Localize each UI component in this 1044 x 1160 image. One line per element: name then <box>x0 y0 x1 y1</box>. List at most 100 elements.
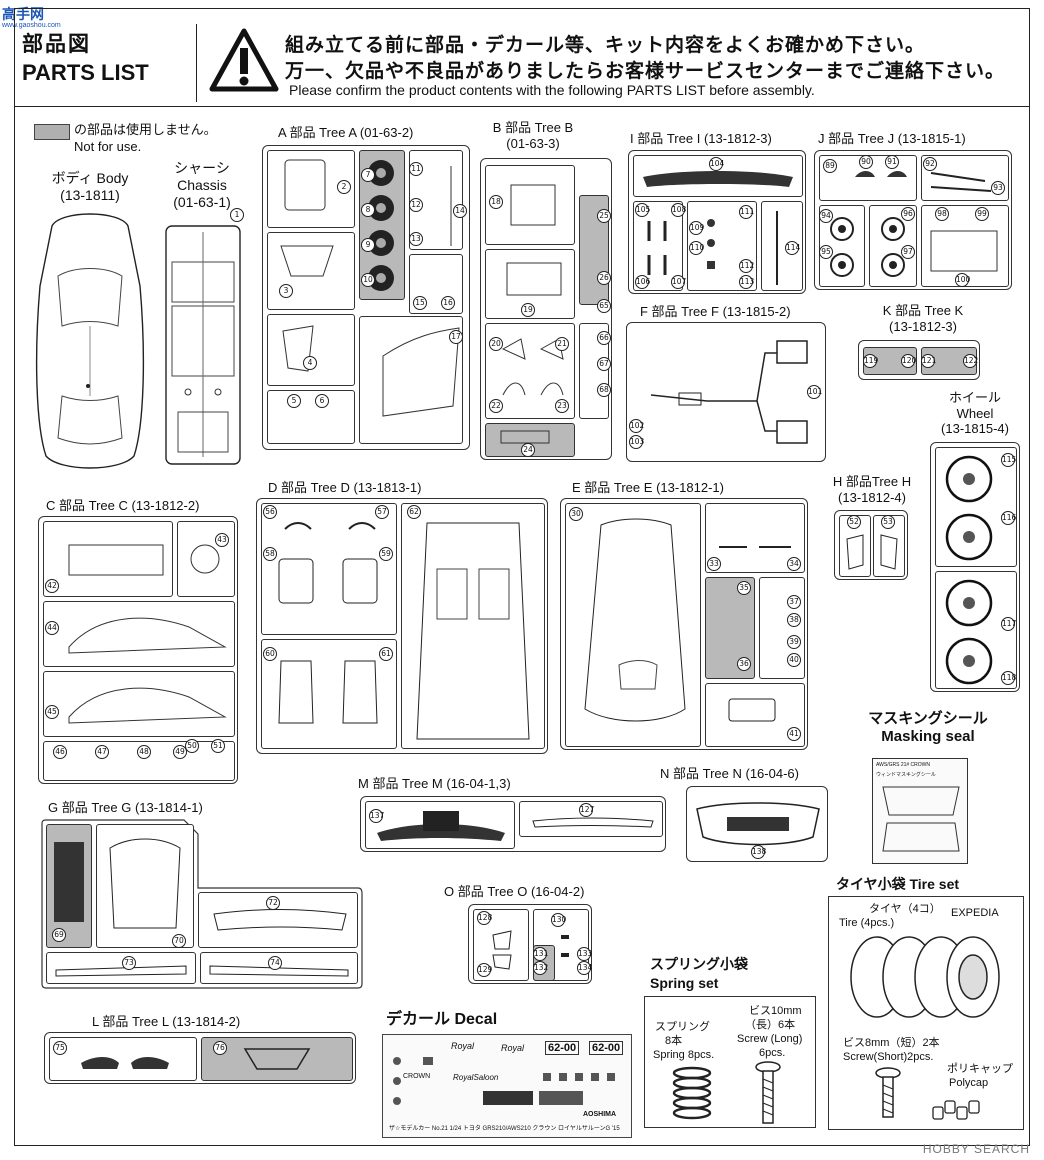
warning-icon <box>209 28 279 92</box>
part-number: 10 <box>361 273 375 287</box>
polycap-jp: ポリキャップ <box>947 1063 1013 1075</box>
part-number: 102 <box>629 419 644 433</box>
part-number: 99 <box>975 207 989 221</box>
part-number: 68 <box>597 383 611 397</box>
tree-e-code: (13-1812-1) <box>656 480 724 495</box>
part-number: 11 <box>409 162 423 176</box>
tree-i-title: I 部品 Tree I <box>630 131 701 146</box>
tire-brand: EXPEDIA <box>951 907 999 919</box>
part-number: 19 <box>521 303 535 317</box>
wheel-parts-art <box>945 455 993 685</box>
part-number: 42 <box>45 579 59 593</box>
part-number: 13 <box>409 232 423 246</box>
watermark-logo: 高手网 <box>2 6 44 22</box>
chassis-illustration <box>165 225 241 465</box>
part-number: 120 <box>901 354 916 368</box>
part-number: 107 <box>671 275 686 289</box>
decal-brand-royal-1: Royal <box>451 1041 475 1051</box>
part-number: 127 <box>579 803 594 817</box>
screw-long-jp2: （長）6本 <box>745 1019 796 1031</box>
chassis-label-1: シャーシ <box>174 160 230 176</box>
part-number: 128 <box>477 911 492 925</box>
tree-e-parts-art <box>584 518 791 722</box>
part-number: 92 <box>923 157 937 171</box>
tree-l-frame: 75 76 <box>44 1032 356 1084</box>
part-number: 47 <box>95 745 109 759</box>
part-number: 5 <box>287 394 301 408</box>
tree-h-parts-art <box>846 534 898 570</box>
tree-o-frame: 128 129 130 131 132 133 134 <box>468 904 592 984</box>
tires-illustration <box>850 936 1000 1018</box>
tree-i-parts-art <box>643 171 793 285</box>
wheel-label-1: ホイール <box>948 390 1001 405</box>
part-number: 137 <box>369 809 384 823</box>
part-number: 39 <box>787 635 801 649</box>
part-number: 34 <box>787 557 801 571</box>
part-number: 94 <box>819 209 833 223</box>
title-jp: 部品図 <box>22 33 91 56</box>
masking-seal-sheet: AWS/GRS 21# CROWN ウィンドマスキングシール <box>872 758 968 864</box>
part-number: 8 <box>361 203 375 217</box>
tree-o-parts-art <box>492 930 569 970</box>
part-number: 72 <box>266 896 280 910</box>
decal-plate-2: 62-00 <box>589 1041 624 1055</box>
part-number: 1 <box>230 208 244 222</box>
part-number: 117 <box>1001 617 1016 631</box>
part-number: 69 <box>52 928 66 942</box>
part-number: 103 <box>629 435 644 449</box>
tree-i-frame: 104 105 106 107 108 109 110 111 112 113 … <box>628 150 806 294</box>
spring-jp: スプリング <box>655 1021 710 1033</box>
tree-o-title: O 部品 Tree O <box>444 884 528 899</box>
tree-n-frame: 138 <box>686 786 828 862</box>
warning-line-3: Please confirm the product contents with… <box>289 82 815 98</box>
tree-j-code: (13-1815-1) <box>897 131 966 146</box>
part-number: 18 <box>489 195 503 209</box>
tree-l-code: (13-1814-2) <box>172 1014 241 1029</box>
spring-count: 8本 <box>665 1035 683 1047</box>
tree-n-title: N 部品 Tree N <box>660 766 742 781</box>
part-number: 100 <box>955 273 970 287</box>
part-number: 93 <box>991 181 1005 195</box>
tree-j-parts-art <box>830 171 998 277</box>
tree-m-parts-art <box>377 811 654 841</box>
part-number: 41 <box>787 727 801 741</box>
part-number: 60 <box>263 647 277 661</box>
part-number: 43 <box>215 533 229 547</box>
tree-d-parts-art <box>278 522 530 740</box>
part-number: 112 <box>739 259 754 273</box>
part-number: 51 <box>211 739 225 753</box>
decal-plate-1: 62-00 <box>545 1041 580 1055</box>
tree-n-code: (16-04-6) <box>745 766 799 781</box>
part-number: 114 <box>785 241 800 255</box>
part-number: 134 <box>577 961 592 975</box>
tree-h-code: (13-1812-4) <box>838 489 906 505</box>
part-number: 2 <box>337 180 351 194</box>
tree-m-title: M 部品 Tree M <box>358 776 443 791</box>
screw-long-icon <box>755 1061 781 1124</box>
part-number: 44 <box>45 621 59 635</box>
tree-a-code: (01-63-2) <box>359 125 414 140</box>
polycap-en: Polycap <box>949 1077 989 1089</box>
part-number: 108 <box>671 203 686 217</box>
part-number: 9 <box>361 238 375 252</box>
part-number: 73 <box>122 956 136 970</box>
legend-en: Not for use. <box>74 139 142 154</box>
decal-sheet: Royal Royal 62-00 62-00 RoyalSaloon CROW… <box>382 1034 632 1138</box>
part-number: 46 <box>53 745 67 759</box>
decal-brand-royalsaloon: RoyalSaloon <box>453 1073 499 1082</box>
part-number: 17 <box>449 330 463 344</box>
screw-long-en2: 6pcs. <box>759 1047 786 1059</box>
part-number: 61 <box>379 647 393 661</box>
part-number: 52 <box>847 515 861 529</box>
tree-b-title: B 部品 Tree B <box>492 120 574 135</box>
part-number: 96 <box>901 207 915 221</box>
tree-c-parts-art <box>68 544 227 724</box>
decal-title: デカール Decal <box>386 1011 498 1028</box>
tree-f-exhaust-art <box>650 340 808 444</box>
polycap-icon <box>932 1100 980 1120</box>
part-number: 138 <box>751 845 766 859</box>
tree-g-code: (13-1814-1) <box>134 800 203 815</box>
part-number: 131 <box>533 947 548 961</box>
part-number: 110 <box>689 241 704 255</box>
tree-f-code: (13-1815-2) <box>722 304 791 319</box>
